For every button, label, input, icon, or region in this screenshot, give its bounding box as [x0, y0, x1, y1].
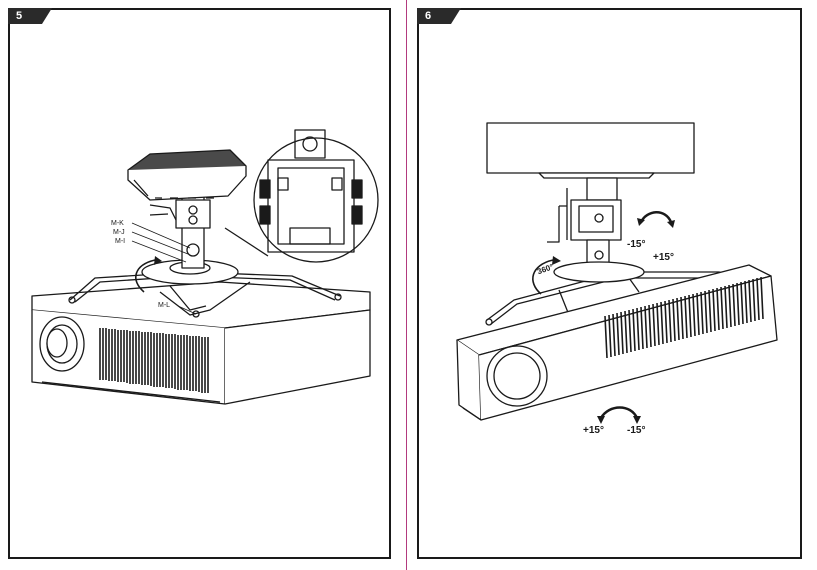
- projector-lens: [39, 316, 85, 372]
- ceiling-plate: [127, 149, 247, 201]
- label-swivel-neg: -15°: [627, 425, 645, 436]
- label-rotate: 360°: [536, 262, 555, 276]
- step-5-panel: 5: [8, 8, 391, 559]
- rotation-arrow: [134, 259, 156, 293]
- rotate-arrow: [532, 259, 554, 295]
- zoom-detail: [224, 129, 379, 263]
- step-6-number: 6: [425, 10, 432, 22]
- projector-lens: [486, 345, 548, 407]
- swivel-arrow: [599, 406, 639, 419]
- ceiling-block: [486, 122, 695, 174]
- mount-pole: [547, 177, 622, 271]
- rotation-plate: [553, 261, 645, 283]
- step-5-tab: 5: [8, 8, 52, 24]
- page-divider: [406, 0, 407, 570]
- callout-ml: M-L: [158, 302, 170, 309]
- callout-mi: M-I: [115, 238, 125, 245]
- mount-pole: [175, 187, 211, 269]
- vent-grille: [99, 328, 209, 393]
- callout-mk: M-K: [111, 220, 124, 227]
- label-tilt-neg: -15°: [627, 239, 645, 250]
- step-5-illustration: M-K M-J M-I M-L: [31, 129, 379, 405]
- step-5-number: 5: [16, 10, 23, 22]
- callout-mj: M-J: [113, 229, 125, 236]
- callout-leaders: [131, 222, 197, 315]
- screw-detail: [149, 204, 177, 221]
- label-tilt-pos: +15°: [653, 252, 674, 263]
- step-6-illustration: 360° -15° +15° +15° -15°: [456, 122, 778, 436]
- step-6-panel: 6: [417, 8, 802, 559]
- step-6-tab: 6: [417, 8, 461, 24]
- tilt-arrow: [639, 211, 673, 223]
- label-swivel-pos: +15°: [583, 425, 604, 436]
- vent-grille: [604, 276, 764, 359]
